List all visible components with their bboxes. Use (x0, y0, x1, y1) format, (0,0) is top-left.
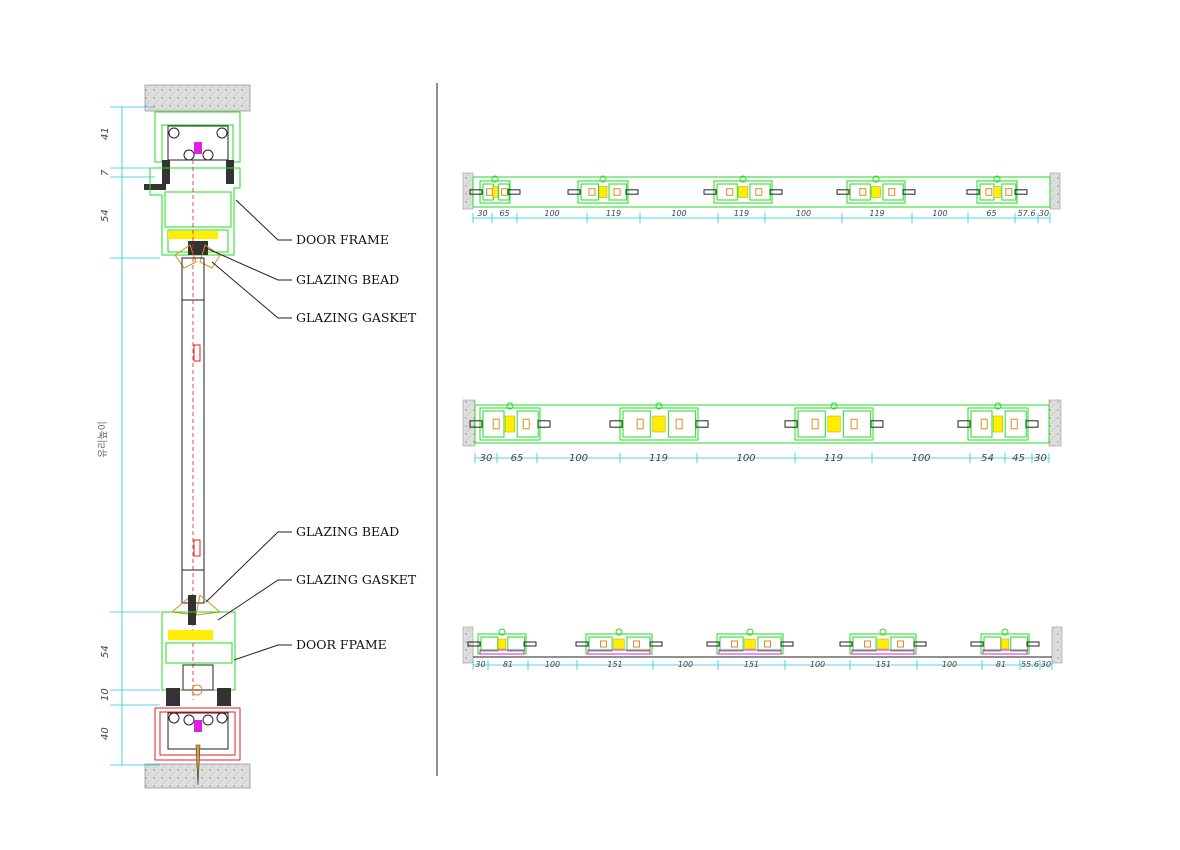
dimension-label: 30 (477, 209, 487, 218)
label-glazing-gasket-upper: GLAZING GASKET (296, 310, 417, 325)
label-door-frame-lower: DOOR FPAME (296, 637, 387, 652)
dimension-label: 30 (480, 453, 493, 464)
dimension-label: 100 (671, 209, 686, 218)
dimension-label: 81 (503, 660, 513, 669)
vertical-section: 41 7 54 유리높이 54 10 40 DOOR FRAME GLAZING… (97, 84, 417, 789)
plan2-wall-left (462, 399, 476, 447)
sill-track (154, 707, 241, 786)
dim-sill: 40 (100, 727, 111, 740)
plan3-wall-right (1051, 626, 1063, 664)
dimension-label: 119 (734, 209, 749, 218)
dimension-label: 100 (736, 453, 755, 464)
plan-profile-unit (469, 175, 521, 204)
plan-profile-unit (966, 175, 1028, 204)
dimension-label: 57.6 (1018, 209, 1036, 218)
dimension-label: 30 (1039, 209, 1049, 218)
dimension-label: 151 (876, 660, 891, 669)
dimension-label: 100 (796, 209, 811, 218)
dimension-label: 100 (932, 209, 947, 218)
dimension-label: 65 (986, 209, 996, 218)
dimension-label: 100 (810, 660, 825, 669)
dimension-label: 100 (911, 453, 930, 464)
dimension-label: 100 (545, 660, 560, 669)
plan2-wall-right (1048, 399, 1062, 447)
callouts: DOOR FRAME GLAZING BEAD GLAZING GASKET G… (205, 199, 417, 661)
dimension-label: 55.6 (1021, 660, 1039, 669)
plan-profile-unit (469, 402, 551, 441)
dimension-label: 100 (942, 660, 957, 669)
dimension-label: 45 (1012, 453, 1025, 464)
dimension-label: 30 (475, 660, 485, 669)
plan-profile-unit (957, 402, 1039, 441)
dim-rail-bottom: 54 (100, 645, 111, 658)
dim-gap-top: 7 (100, 169, 111, 176)
dimension-label: 30 (1041, 660, 1051, 669)
dimension-label: 30 (1034, 453, 1047, 464)
label-glazing-gasket-lower: GLAZING GASKET (296, 572, 417, 587)
plan-section-2: 30 65 100 119 100 119 100 54 45 30 (462, 399, 1062, 464)
plan-profile-unit (836, 175, 916, 204)
plan1-wall-right (1049, 172, 1061, 210)
concrete-top (144, 84, 251, 112)
dimension-label: 100 (678, 660, 693, 669)
vertical-dimension-chain: 41 7 54 유리높이 54 10 40 (97, 106, 160, 766)
plan-profile-unit (575, 628, 663, 655)
dimension-label: 119 (649, 453, 668, 464)
plan-profile-unit (839, 628, 927, 655)
dimension-label: 81 (996, 660, 1006, 669)
dimension-label: 100 (544, 209, 559, 218)
plan-profile-unit (467, 628, 537, 655)
dimension-label: 119 (869, 209, 884, 218)
dim-gap-bottom: 10 (100, 688, 111, 701)
lower-door-frame (161, 594, 236, 706)
plan2-dimensions: 30 65 100 119 100 119 100 54 45 30 (474, 453, 1050, 464)
dimension-label: 100 (569, 453, 588, 464)
plan-profile-unit (706, 628, 794, 655)
dimension-label: 119 (824, 453, 843, 464)
plan-profile-unit (703, 175, 783, 204)
dimension-label: 65 (499, 209, 509, 218)
dim-rail-top: 54 (100, 209, 111, 222)
plan-profile-unit (609, 402, 709, 441)
dimension-label: 151 (607, 660, 622, 669)
plan-profile-unit (567, 175, 639, 204)
plan-profile-unit (784, 402, 884, 441)
dim-glass-height: 유리높이 (97, 421, 109, 458)
dimension-label: 65 (511, 453, 524, 464)
label-glazing-bead-lower: GLAZING BEAD (296, 524, 399, 539)
dimension-label: 151 (744, 660, 759, 669)
dimension-label: 119 (606, 209, 621, 218)
top-track (144, 111, 241, 190)
label-glazing-bead-upper: GLAZING BEAD (296, 272, 399, 287)
label-door-frame-upper: DOOR FRAME (296, 232, 389, 247)
plan-profile-unit (970, 628, 1040, 655)
plan1-wall-left (462, 172, 474, 210)
dim-top: 41 (100, 127, 111, 140)
dimension-label: 54 (981, 453, 994, 464)
